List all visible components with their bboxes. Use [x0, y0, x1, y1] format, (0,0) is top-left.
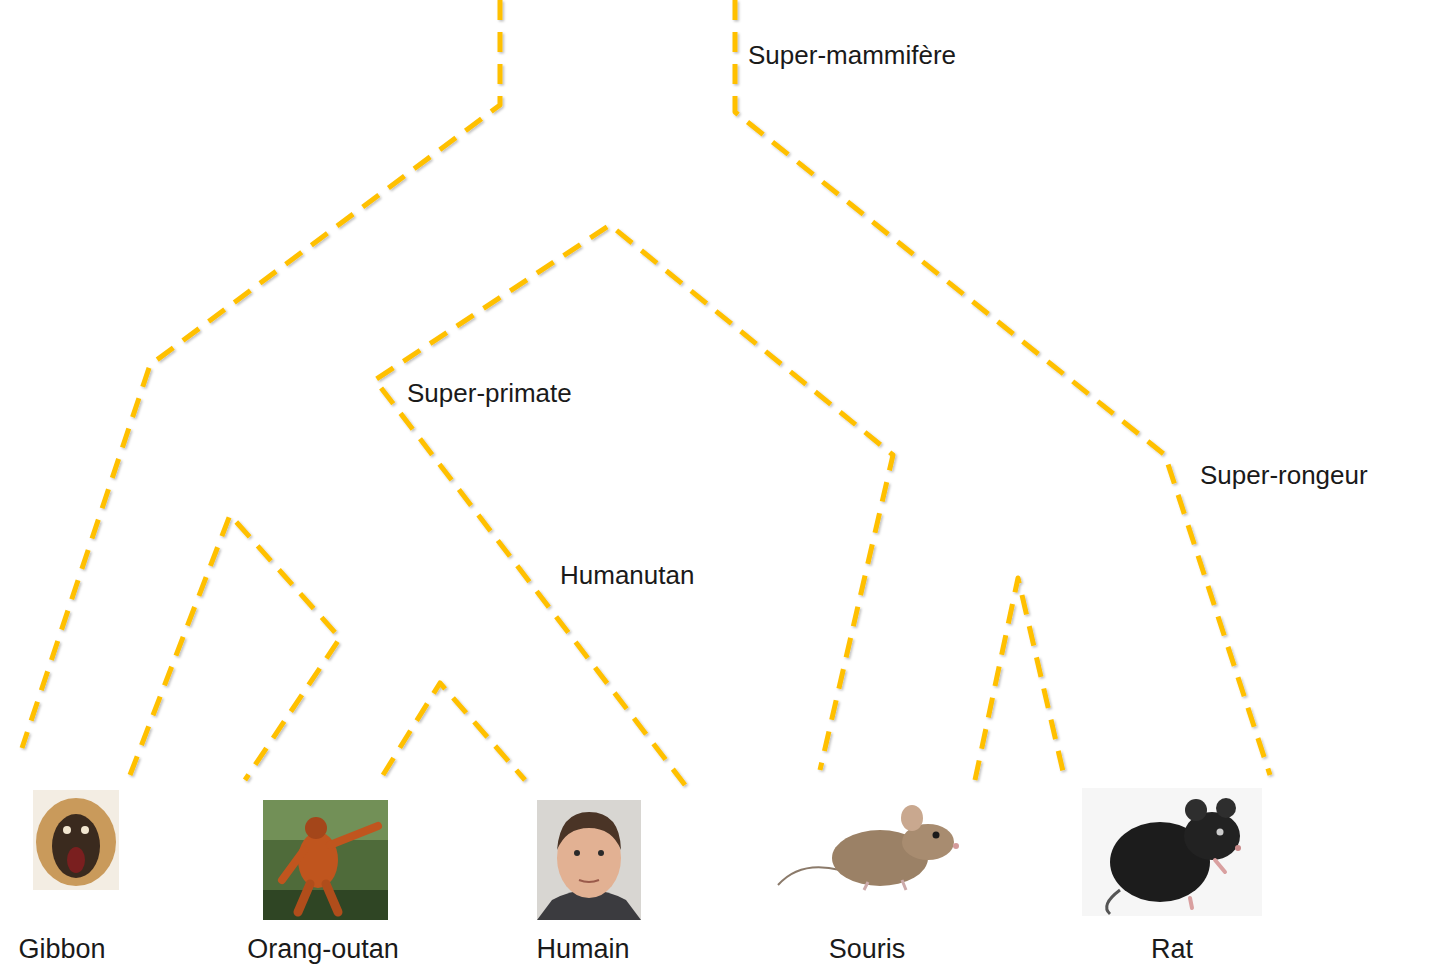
rat-picture: [1082, 788, 1262, 916]
label-holder: Souris: [829, 933, 906, 965]
label-holder: Super-rongeur: [1200, 459, 1368, 491]
label-holder: Gibbon: [18, 933, 105, 965]
species-name: Gibbon: [18, 933, 105, 965]
label-holder: Rat: [1151, 933, 1193, 965]
branch: [735, 0, 1270, 775]
species-name: Humain: [536, 933, 629, 965]
branch: [130, 515, 340, 780]
species-name: Orang-outan: [247, 933, 399, 965]
label-holder: Super-mammifère: [748, 39, 956, 71]
branch: [375, 225, 893, 785]
dashed-branches: [22, 0, 1270, 785]
species-name: Rat: [1151, 933, 1193, 965]
clade-label: Super-primate: [407, 377, 572, 409]
species-name: Souris: [829, 933, 906, 965]
orangutan-picture: [263, 800, 388, 920]
mouse-picture: [778, 805, 959, 890]
human-picture: [537, 800, 641, 920]
label-holder: Humanutan: [560, 559, 694, 591]
gibbon-picture: [33, 790, 119, 890]
clade-label: Super-mammifère: [748, 39, 956, 71]
label-holder: Humain: [536, 933, 629, 965]
branch: [383, 683, 525, 780]
clade-label: Super-rongeur: [1200, 459, 1368, 491]
label-holder: Super-primate: [407, 377, 572, 409]
clade-label: Humanutan: [560, 559, 694, 591]
branch: [22, 0, 500, 748]
label-holder: Orang-outan: [247, 933, 399, 965]
branch: [975, 578, 1065, 780]
